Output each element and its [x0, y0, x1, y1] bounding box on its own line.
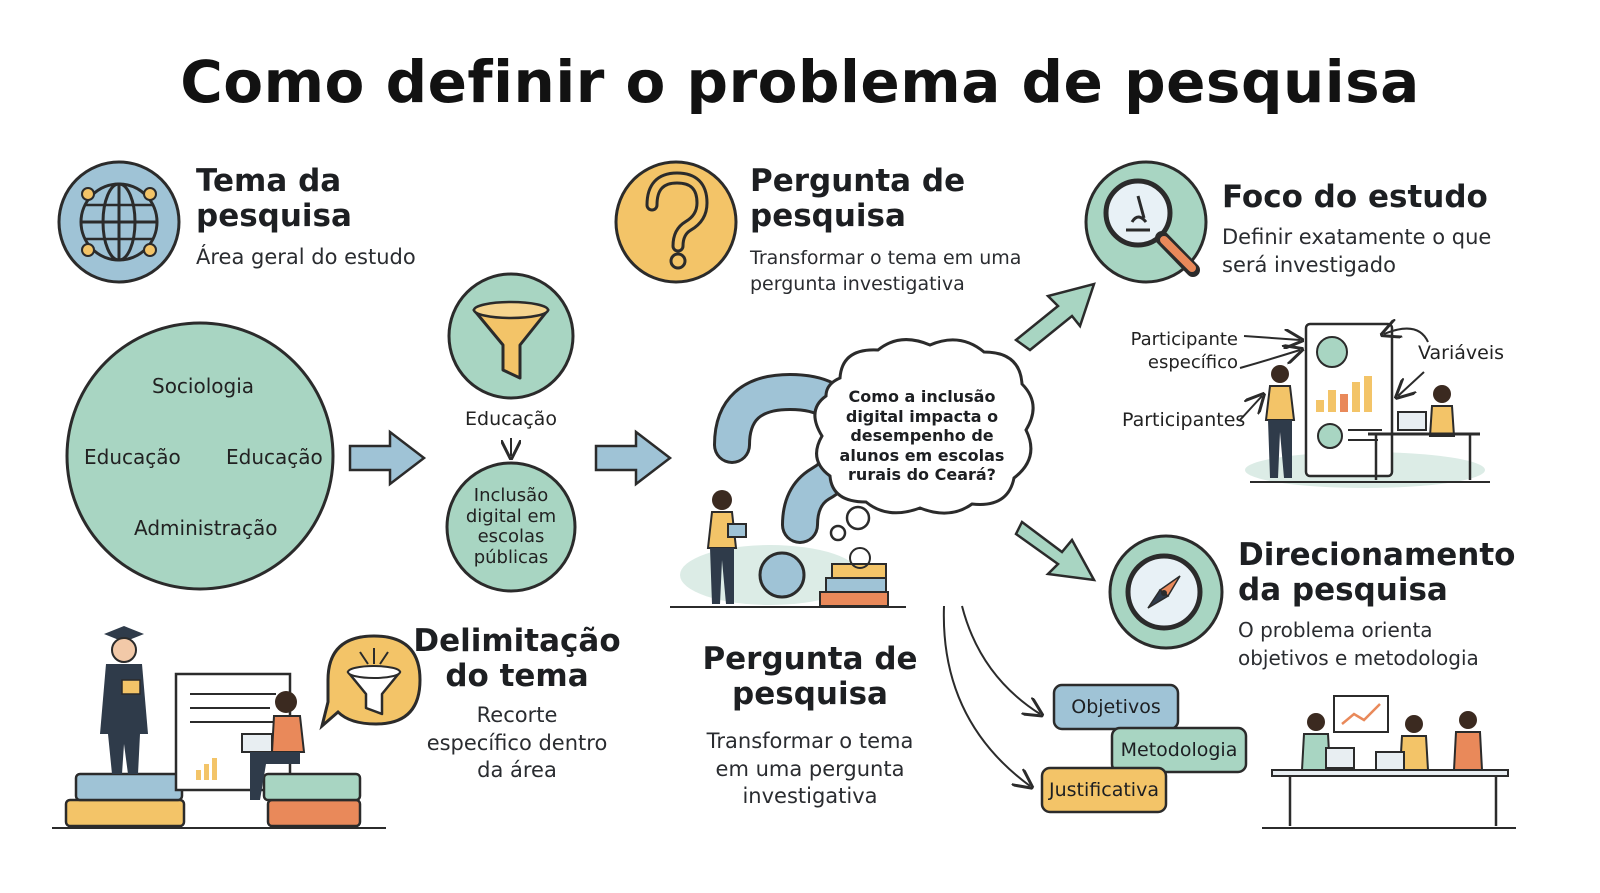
funnel-label: Educação [465, 408, 557, 430]
direcionamento-sub: O problema orienta objetivos e metodolog… [1238, 618, 1479, 670]
funnel-result: Inclusão digital em escolas públicas [465, 485, 557, 569]
area-label-sociologia: Sociologia [152, 374, 255, 398]
thought-cloud [813, 338, 1035, 542]
area-label-educacao-1: Educação [84, 445, 181, 469]
research-board [1245, 322, 1490, 488]
direcionamento-heading: Direcionamento da pesquisa [1238, 537, 1516, 608]
pergunta-bottom-sub: Transformar o tema em uma pergunta inves… [706, 729, 914, 809]
tag-objetivos: Objetivos [1071, 696, 1161, 718]
funnel-speech-bubble [319, 634, 422, 731]
page-title: Como definir o problema de pesquisa [180, 48, 1420, 116]
tag-metodologia: Metodologia [1120, 739, 1238, 761]
foco-heading: Foco do estudo [1222, 179, 1488, 215]
person-with-tablet [706, 490, 747, 604]
arrow-right-1 [348, 429, 427, 487]
books-stack [819, 547, 889, 607]
delimitacao-heading: Delimitação do tema [413, 623, 621, 694]
magnifier-icon [1084, 160, 1208, 284]
pergunta-bottom-heading: Pergunta de pesquisa [702, 641, 918, 712]
compass-icon [1108, 534, 1224, 650]
tema-sub: Área geral do estudo [196, 245, 416, 269]
pergunta-top-heading: Pergunta de pesquisa [750, 163, 966, 234]
graduation-illustration [52, 626, 386, 829]
areas-circle [65, 321, 335, 591]
arrow-down-right [1014, 520, 1097, 582]
arrow-right-2 [594, 429, 673, 487]
team-meeting-illustration [1262, 695, 1516, 829]
arrow-up-right [1013, 282, 1096, 352]
area-label-educacao-2: Educação [226, 445, 323, 469]
label-variaveis: Variáveis [1418, 342, 1505, 364]
label-participantes: Participantes [1122, 409, 1246, 431]
question-icon [614, 160, 738, 284]
tema-heading: Tema da pesquisa [196, 163, 352, 234]
thought-text: Como a inclusão digital impacta o desemp… [839, 387, 1005, 485]
delimitacao-sub: Recorte específico dentro da área [426, 703, 608, 783]
pergunta-top-sub: Transformar o tema em uma pergunta inves… [750, 247, 1022, 296]
area-label-administracao: Administração [134, 516, 278, 540]
funnel-icon [447, 272, 575, 400]
globe-icon [57, 160, 181, 284]
result-circle [445, 461, 577, 593]
label-participante-especifico: Participante específico [1130, 329, 1238, 374]
foco-sub: Definir exatamente o que será investigad… [1222, 225, 1492, 277]
tag-justificativa: Justificativa [1049, 779, 1159, 801]
